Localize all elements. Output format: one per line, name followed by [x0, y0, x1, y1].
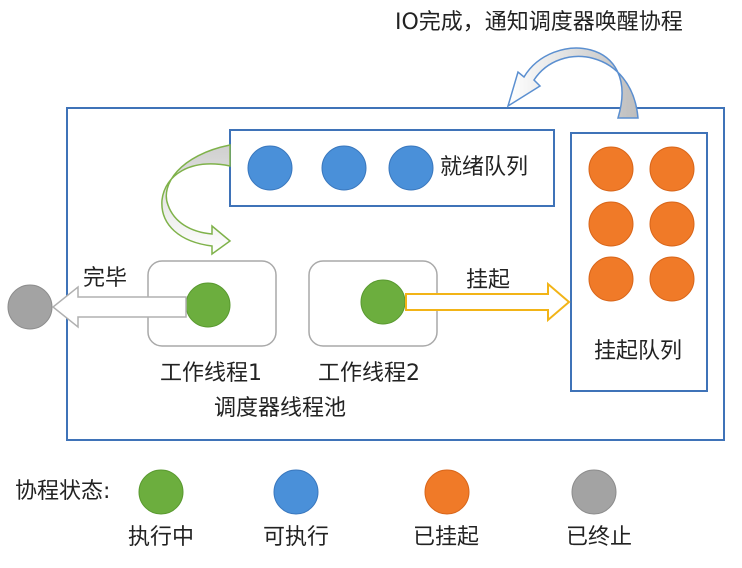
scheduler-frame: [66, 107, 725, 441]
ready-coroutine-3: [388, 145, 434, 191]
ready-queue-label: 就绪队列: [440, 155, 529, 180]
finish-arrow: [51, 285, 187, 329]
suspended-coroutine-3: [588, 201, 634, 247]
legend-terminated-dot: [571, 469, 617, 515]
legend-suspended-dot: [424, 469, 470, 515]
legend-runnable-label: 可执行: [263, 525, 330, 550]
suspend-arrow: [405, 281, 571, 323]
suspend-queue-label: 挂起队列: [594, 339, 683, 364]
legend-suspended-label: 已挂起: [413, 525, 480, 550]
running-coroutine-2: [360, 279, 406, 325]
suspended-coroutine-2: [649, 146, 695, 192]
legend-running-label: 执行中: [128, 525, 195, 550]
suspended-coroutine-6: [649, 256, 695, 302]
suspended-coroutine-5: [588, 256, 634, 302]
io-complete-label: IO完成，通知调度器唤醒协程: [395, 10, 683, 35]
worker-thread-1-label: 工作线程1: [160, 361, 262, 386]
suspended-coroutine-4: [649, 201, 695, 247]
terminated-coroutine: [7, 284, 53, 330]
legend-runnable-dot: [273, 469, 319, 515]
legend-title: 协程状态:: [15, 479, 111, 504]
legend-running-dot: [138, 469, 184, 515]
schedule-curved-arrow: [161, 144, 232, 256]
finish-label: 完毕: [83, 266, 128, 291]
thread-pool-label: 调度器线程池: [214, 396, 347, 421]
ready-coroutine-1: [247, 145, 293, 191]
worker-thread-2-label: 工作线程2: [318, 361, 420, 386]
running-coroutine-1: [185, 282, 231, 328]
wakeup-curved-arrow: [506, 47, 639, 119]
ready-coroutine-2: [321, 145, 367, 191]
legend-terminated-label: 已终止: [566, 525, 633, 550]
suspended-coroutine-1: [588, 146, 634, 192]
suspend-label: 挂起: [466, 268, 511, 293]
